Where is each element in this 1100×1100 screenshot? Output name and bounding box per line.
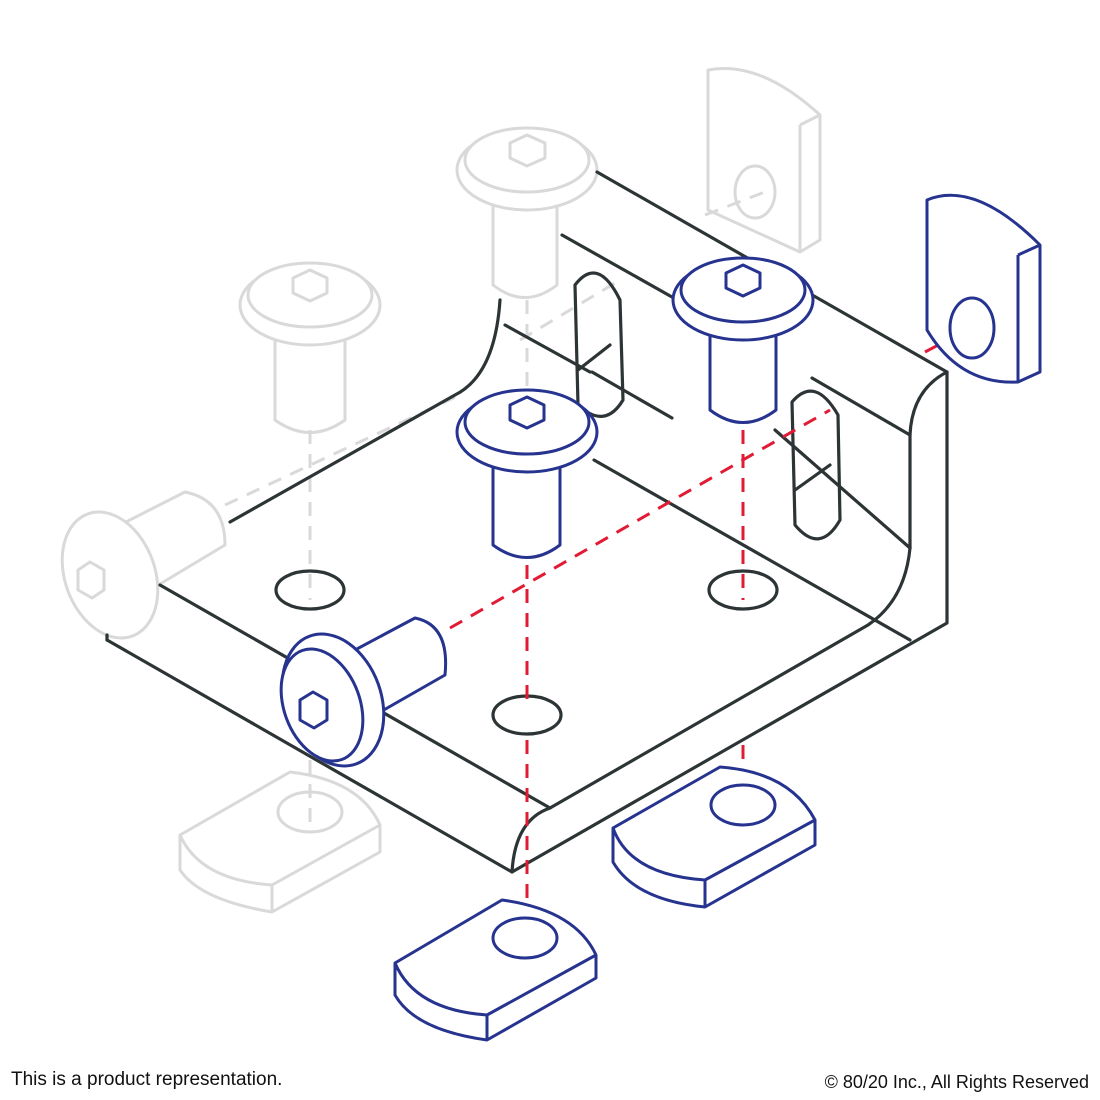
disclaimer-text: This is a product representation. xyxy=(11,1069,283,1090)
copyright-text: © 80/20 Inc., All Rights Reserved xyxy=(824,1072,1089,1092)
screw-back-right xyxy=(708,330,778,424)
t-nut-bottom-right xyxy=(611,765,817,909)
ghost-t-nut-bottom xyxy=(178,770,382,914)
bracket-base-top-edge xyxy=(228,298,502,524)
highlighted-hardware xyxy=(279,193,1042,1042)
ghost-alignment-lines xyxy=(224,188,771,830)
hole xyxy=(707,569,779,611)
ghost-screw-top xyxy=(491,190,559,299)
ghost-t-nut-top xyxy=(706,66,822,254)
ghost-hardware xyxy=(60,66,822,914)
slot-left xyxy=(573,271,625,418)
slot-right xyxy=(790,389,842,541)
t-nut-bottom-center xyxy=(393,898,598,1042)
hole xyxy=(491,694,563,736)
screw-center xyxy=(491,460,562,559)
hole xyxy=(274,569,346,611)
